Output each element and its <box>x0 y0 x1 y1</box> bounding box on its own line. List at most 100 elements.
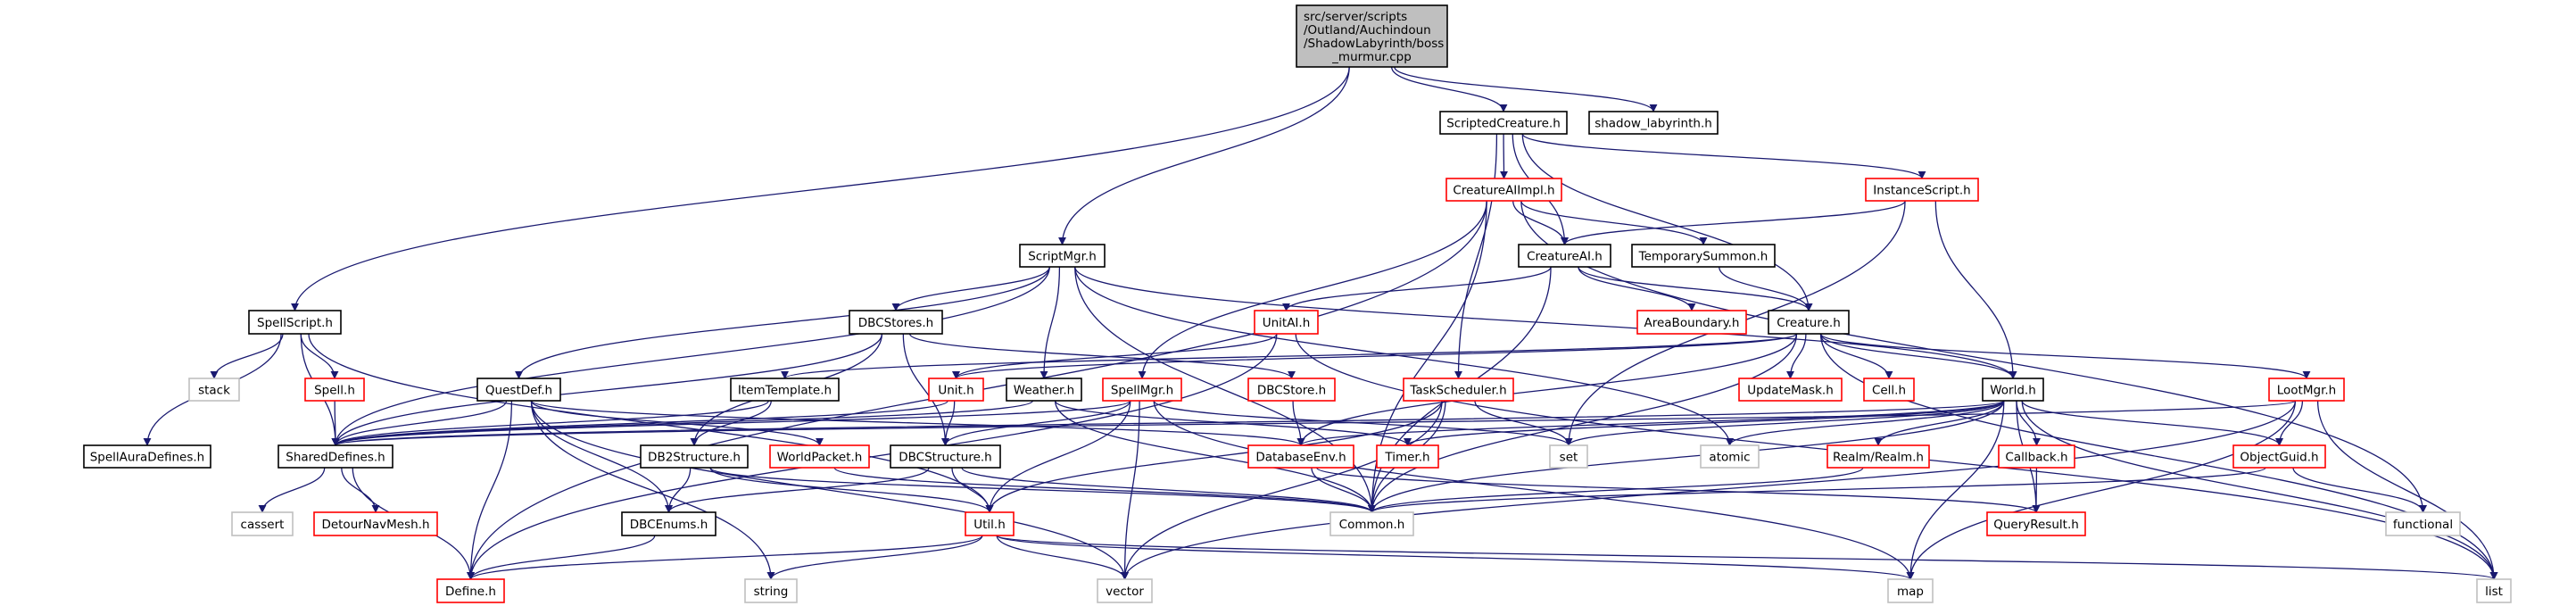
node-Cell[interactable]: Cell.h <box>1863 378 1915 402</box>
node-Common[interactable]: Common.h <box>1329 511 1414 536</box>
edge-SpellMgr-to-vector <box>1121 400 1140 580</box>
node-label: Callback.h <box>2005 451 2067 465</box>
node-Util[interactable]: Util.h <box>965 511 1015 536</box>
node-label: WorldPacket.h <box>777 451 863 465</box>
node-label: CreatureAIImpl.h <box>1453 184 1554 198</box>
node-Realm[interactable]: Realm/Realm.h <box>1826 444 1930 469</box>
node-label: Unit.h <box>938 384 973 398</box>
node-set[interactable]: set <box>1549 444 1588 469</box>
edge-Util-to-string <box>766 535 983 580</box>
edge-Creature-to-LootMgr <box>1819 333 2311 379</box>
node-World[interactable]: World.h <box>1982 378 2044 402</box>
node-Spell[interactable]: Spell.h <box>304 378 365 402</box>
node-box <box>1097 578 1153 603</box>
nodes: src/server/scripts/Outland/Auchindoun/Sh… <box>83 4 2512 603</box>
node-Creature[interactable]: Creature.h <box>1768 310 1850 335</box>
edge-DBCStructure-to-Common <box>961 467 1376 513</box>
node-box <box>1296 4 1448 68</box>
node-Define[interactable]: Define.h <box>436 578 505 603</box>
node-box <box>621 511 716 536</box>
node-label: functional <box>2393 518 2453 532</box>
edge-WorldPacket-to-Common <box>833 467 1376 513</box>
edge-Util-to-list <box>996 535 2497 580</box>
node-DB2Structure[interactable]: DB2Structure.h <box>640 444 749 469</box>
node-box <box>1445 178 1562 202</box>
node-Weather[interactable]: Weather.h <box>1006 378 1082 402</box>
edge-World-to-map <box>1906 400 2005 580</box>
node-Unit[interactable]: Unit.h <box>928 378 984 402</box>
node-box <box>1738 378 1843 402</box>
node-label: map <box>1897 585 1924 599</box>
node-DBCEnums[interactable]: DBCEnums.h <box>621 511 716 536</box>
node-box <box>1549 444 1588 469</box>
edge-Creature-to-World <box>1819 333 2017 379</box>
edge-Creature-to-Unit <box>952 333 1798 379</box>
node-vector[interactable]: vector <box>1097 578 1153 603</box>
node-label: stack <box>198 384 230 398</box>
node-label: DBCStructure.h <box>899 451 992 465</box>
node-string[interactable]: string <box>744 578 798 603</box>
node-label: Define.h <box>445 585 496 599</box>
node-DatabaseEnv[interactable]: DatabaseEnv.h <box>1247 444 1354 469</box>
node-box <box>890 444 1001 469</box>
edge-DBCStructure-to-Util <box>951 467 994 513</box>
node-UnitAI[interactable]: UnitAI.h <box>1254 310 1319 335</box>
node-DBCStore[interactable]: DBCStore.h <box>1247 378 1336 402</box>
node-SpellAuraDefines[interactable]: SpellAuraDefines.h <box>83 444 211 469</box>
node-Callback[interactable]: Callback.h <box>1998 444 2075 469</box>
edge-LootMgr-to-list <box>2316 400 2498 580</box>
node-InstanceScript[interactable]: InstanceScript.h <box>1865 178 1979 202</box>
node-ObjectGuid[interactable]: ObjectGuid.h <box>2232 444 2326 469</box>
node-box <box>2476 578 2512 603</box>
node-QuestDef[interactable]: QuestDef.h <box>476 378 561 402</box>
node-QueryResult[interactable]: QueryResult.h <box>1986 511 2086 536</box>
node-label: TaskScheduler.h <box>1409 384 1506 398</box>
edge-DBCStores-to-DBCStore <box>908 333 1296 379</box>
node-SpellMgr[interactable]: SpellMgr.h <box>1102 378 1182 402</box>
node-label: SpellScript.h <box>257 316 333 330</box>
node-label: ScriptMgr.h <box>1028 250 1097 264</box>
node-SpellScript[interactable]: SpellScript.h <box>248 310 342 335</box>
node-WorldPacket[interactable]: WorldPacket.h <box>769 444 870 469</box>
node-label: Spell.h <box>314 384 355 398</box>
node-CreatureAIImpl[interactable]: CreatureAIImpl.h <box>1445 178 1562 202</box>
node-box <box>1865 178 1979 202</box>
node-atomic[interactable]: atomic <box>1700 444 1760 469</box>
edge-World-to-list <box>2021 400 2498 580</box>
node-map[interactable]: map <box>1887 578 1934 603</box>
node-LootMgr[interactable]: LootMgr.h <box>2268 378 2345 402</box>
node-CreatureAI[interactable]: CreatureAI.h <box>1518 244 1611 268</box>
node-cassert[interactable]: cassert <box>231 511 294 536</box>
edge-UnitAI-to-Define <box>467 333 1278 580</box>
node-box <box>1998 444 2075 469</box>
node-TemporarySummon[interactable]: TemporarySummon.h <box>1631 244 1776 268</box>
node-DBCStores[interactable]: DBCStores.h <box>849 310 943 335</box>
node-box <box>2385 511 2461 536</box>
node-box <box>1863 378 1915 402</box>
node-stack[interactable]: stack <box>188 378 240 402</box>
edge-ObjectGuid-to-functional <box>2292 467 2427 513</box>
edge-DatabaseEnv-to-QueryResult <box>1316 467 2041 513</box>
node-box <box>1588 111 1719 135</box>
node-DetourNavMesh[interactable]: DetourNavMesh.h <box>313 511 438 536</box>
node-label: QuestDef.h <box>485 384 552 398</box>
node-ScriptedCreature[interactable]: ScriptedCreature.h <box>1439 111 1568 135</box>
node-root[interactable]: src/server/scripts/Outland/Auchindoun/Sh… <box>1296 4 1448 68</box>
node-UpdateMask[interactable]: UpdateMask.h <box>1738 378 1843 402</box>
edge-Creature-to-DatabaseEnv <box>1296 333 1798 446</box>
node-DBCStructure[interactable]: DBCStructure.h <box>890 444 1001 469</box>
node-TaskScheduler[interactable]: TaskScheduler.h <box>1403 378 1514 402</box>
node-box <box>1403 378 1514 402</box>
node-Timer[interactable]: Timer.h <box>1376 444 1439 469</box>
node-shadow_labyrinth[interactable]: shadow_labyrinth.h <box>1588 111 1719 135</box>
node-functional[interactable]: functional <box>2385 511 2461 536</box>
node-list[interactable]: list <box>2476 578 2512 603</box>
edge-SharedDefines-to-DetourNavMesh <box>341 467 380 513</box>
node-SharedDefines[interactable]: SharedDefines.h <box>277 444 393 469</box>
edge-SpellMgr-to-SharedDefines <box>331 400 1131 446</box>
node-ScriptMgr[interactable]: ScriptMgr.h <box>1019 244 1106 268</box>
node-AreaBoundary[interactable]: AreaBoundary.h <box>1636 310 1747 335</box>
edge-ItemTemplate-to-SharedDefines <box>331 400 769 446</box>
node-ItemTemplate[interactable]: ItemTemplate.h <box>730 378 840 402</box>
edge-ScriptMgr-to-atomic <box>1074 266 1734 446</box>
